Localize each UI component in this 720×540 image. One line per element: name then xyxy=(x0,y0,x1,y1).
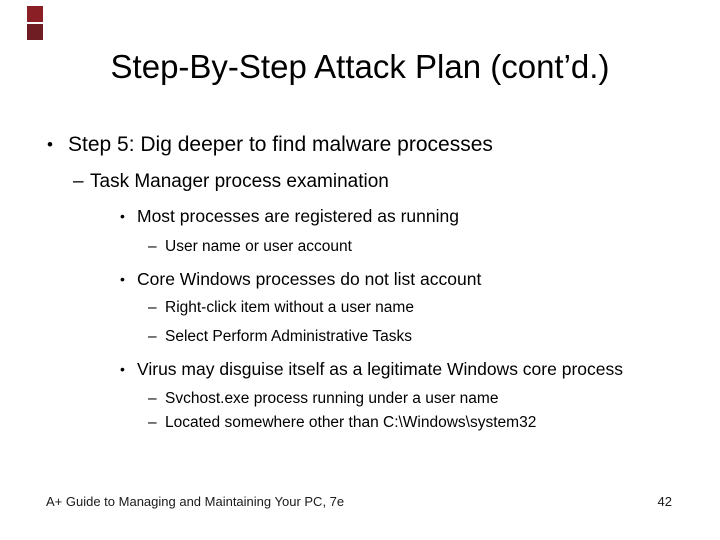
list-item: – Svchost.exe process running under a us… xyxy=(148,389,720,409)
bullet-text: Svchost.exe process running under a user… xyxy=(165,389,499,407)
bullet-text: Task Manager process examination xyxy=(90,171,389,192)
list-item: • Step 5: Dig deeper to find malware pro… xyxy=(47,132,720,158)
list-item: – Located somewhere other than C:\Window… xyxy=(148,413,720,433)
bullet-marker: • xyxy=(120,270,125,287)
dash-marker: – xyxy=(148,237,157,255)
dash-marker: – xyxy=(148,413,157,431)
footer-book-title: A+ Guide to Managing and Maintaining You… xyxy=(46,494,345,509)
dash-marker: – xyxy=(73,171,84,192)
bullet-marker: • xyxy=(120,208,125,224)
list-item: – Task Manager process examination xyxy=(73,170,720,194)
dash-marker: – xyxy=(148,328,157,345)
bullet-text: Step 5: Dig deeper to find malware proce… xyxy=(68,133,493,156)
bullet-list: • Step 5: Dig deeper to find malware pro… xyxy=(0,132,720,433)
bullet-text: Located somewhere other than C:\Windows\… xyxy=(165,413,537,431)
list-item: – User name or user account xyxy=(148,237,720,257)
bullet-text: Select Perform Administrative Tasks xyxy=(165,328,412,345)
bullet-text: Virus may disguise itself as a legitimat… xyxy=(137,359,623,379)
corner-decor-square-bottom xyxy=(27,24,43,40)
dash-marker: – xyxy=(148,299,157,316)
list-item: • Most processes are registered as runni… xyxy=(120,204,720,229)
corner-decor-square-top xyxy=(27,6,43,22)
bullet-text: Core Windows processes do not list accou… xyxy=(137,268,482,289)
bullet-marker: • xyxy=(47,135,53,154)
slide-title: Step-By-Step Attack Plan (cont’d.) xyxy=(110,48,610,85)
list-item: – Select Perform Administrative Tasks xyxy=(148,327,720,347)
bullet-text: User name or user account xyxy=(165,237,352,255)
list-item: – Right-click item without a user name xyxy=(148,298,720,318)
footer-page-number: 42 xyxy=(657,494,672,509)
bullet-text: Right-click item without a user name xyxy=(165,299,414,316)
bullet-marker: • xyxy=(120,361,125,377)
bullet-text: Most processes are registered as running xyxy=(137,206,459,226)
dash-marker: – xyxy=(148,389,157,407)
list-item: • Core Windows processes do not list acc… xyxy=(120,267,720,292)
list-item: • Virus may disguise itself as a legitim… xyxy=(120,357,720,382)
